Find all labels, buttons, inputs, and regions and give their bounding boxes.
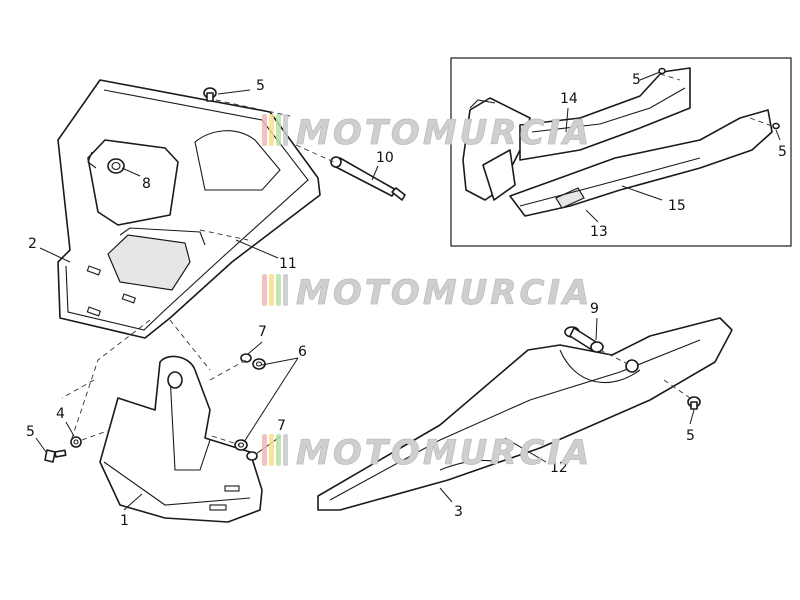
callout-10: 10 [376,150,394,166]
screw-left-bracket [44,449,67,463]
watermark-stripe [276,274,281,306]
callout-5-inset-top: 5 [632,72,641,88]
nut-part-8 [107,158,125,174]
watermark-stripe [269,114,274,146]
callout-5-right: 5 [686,428,695,444]
watermark-text: MOTOMURCIA [296,433,592,473]
watermark-stripe [262,434,267,466]
inset-cover-part-15 [509,109,773,217]
watermark-text: MOTOMURCIA [296,273,592,313]
watermark-stripe [276,114,281,146]
watermark-stripe [283,274,288,306]
callout-3: 3 [454,504,463,520]
callout-9: 9 [590,301,599,317]
screw-top-panel [203,87,217,102]
callout-15: 15 [668,198,686,214]
watermark-stripe [269,434,274,466]
callout-6: 6 [298,344,307,360]
callout-8: 8 [142,176,151,192]
inset-cover-part-13 [462,97,531,201]
callout-11: 11 [279,256,297,272]
callout-5-inset-right: 5 [778,144,787,160]
washer-part-7-lower [246,451,258,461]
watermark-text: MOTOMURCIA [296,113,592,153]
washer-part-4 [70,436,82,448]
callout-13: 13 [590,224,608,240]
lower-bracket-part [99,355,263,523]
watermark-stripe [276,434,281,466]
rod-part-10 [330,156,406,201]
callout-1: 1 [120,513,129,529]
washer-part-6-upper [252,358,266,370]
assembly-lines [61,73,773,446]
watermark-stripe [262,114,267,146]
watermark-logo-bottom: MOTOMURCIA [262,433,592,473]
callout-5-top: 5 [256,78,265,94]
callout-7-lower: 7 [277,418,286,434]
callout-4: 4 [56,406,65,422]
inset-screw-right [772,122,780,130]
watermark-logo-middle: MOTOMURCIA [262,273,592,313]
watermark-stripe [283,114,288,146]
watermark-stripe [262,274,267,306]
inset-frame [450,57,792,247]
side-cover-part [317,317,733,511]
watermark-logo-top: MOTOMURCIA [262,113,592,153]
callout-12: 12 [550,460,568,476]
callout-2: 2 [28,236,37,252]
callout-7-upper: 7 [258,324,267,340]
callout-14: 14 [560,91,578,107]
screw-right-cover [687,396,701,410]
washer-part-6-lower [234,439,248,451]
leader-lines [35,71,781,511]
watermark-stripe [283,434,288,466]
washer-part-7-upper [240,353,252,363]
inset-screw-top [658,67,666,75]
watermark-stripe [269,274,274,306]
bolt-part-9 [564,326,604,353]
callout-5-left: 5 [26,424,35,440]
